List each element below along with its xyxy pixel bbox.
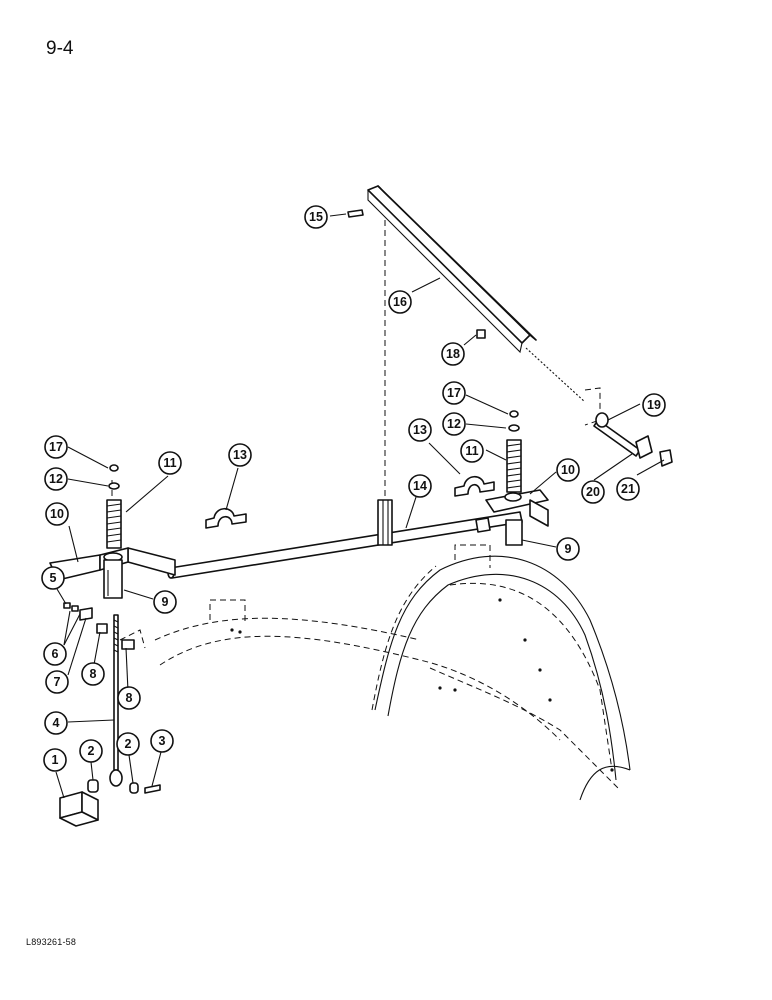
callout-11a: 11	[158, 451, 182, 475]
callout-21-label: 21	[621, 482, 635, 496]
callout-21: 21	[616, 477, 640, 501]
callout-8b-label: 8	[126, 691, 133, 705]
callout-6-label: 6	[52, 647, 59, 661]
callout-2b: 2	[116, 732, 140, 756]
callout-2b-label: 2	[125, 737, 132, 751]
callout-17b-label: 17	[447, 386, 461, 400]
callout-1: 1	[43, 748, 67, 772]
callout-14: 14	[408, 474, 432, 498]
callout-5-label: 5	[50, 571, 57, 585]
strap-left	[205, 507, 247, 529]
callout-10a-label: 10	[50, 507, 64, 521]
callout-17a-label: 17	[49, 440, 63, 454]
callout-14-label: 14	[413, 479, 427, 493]
callout-13b: 13	[408, 418, 432, 442]
right-spring	[506, 410, 522, 493]
callout-16-label: 16	[393, 295, 407, 309]
callout-10b: 10	[556, 458, 580, 482]
callout-18-label: 18	[446, 347, 460, 361]
callout-13b-label: 13	[413, 423, 427, 437]
callout-20-label: 20	[586, 485, 600, 499]
callout-19-label: 19	[647, 398, 661, 412]
callout-9a: 9	[153, 590, 177, 614]
callout-1-label: 1	[52, 753, 59, 767]
figure-code: L893261-58	[26, 937, 77, 947]
strap-right	[454, 475, 495, 497]
callout-12a-label: 12	[49, 472, 63, 486]
link-rod	[109, 614, 123, 787]
callout-11b-label: 11	[465, 444, 478, 458]
callout-8b: 8	[117, 686, 141, 710]
callout-7-label: 7	[54, 675, 61, 689]
callout-9b: 9	[556, 537, 580, 561]
nut	[476, 329, 486, 339]
callout-10a: 10	[45, 502, 69, 526]
page-number: 9-4	[46, 38, 74, 59]
callout-4-label: 4	[53, 716, 60, 730]
callout-3: 3	[150, 729, 174, 753]
left-spring	[106, 464, 122, 549]
callout-9a-label: 9	[162, 595, 169, 609]
callout-11b: 11	[460, 439, 484, 463]
callout-12b: 12	[442, 412, 466, 436]
callout-2a-label: 2	[88, 744, 95, 758]
callout-9b-label: 9	[565, 542, 572, 556]
callout-7: 7	[45, 670, 69, 694]
callout-18: 18	[441, 342, 465, 366]
callout-17a: 17	[44, 435, 68, 459]
callout-6: 6	[43, 642, 67, 666]
callout-11a-label: 11	[163, 456, 176, 470]
callout-19: 19	[642, 393, 666, 417]
callout-5: 5	[41, 566, 65, 590]
fender-frame	[119, 544, 631, 801]
callout-13a-label: 13	[233, 448, 247, 462]
rod-end-assembly	[593, 412, 673, 467]
clamp-parts	[63, 602, 135, 650]
callout-10b-label: 10	[561, 463, 575, 477]
right-bracket	[485, 489, 549, 546]
callout-12b-label: 12	[447, 417, 461, 431]
callout-17b: 17	[442, 381, 466, 405]
callout-15-label: 15	[309, 210, 323, 224]
pin	[347, 209, 364, 218]
left-bracket	[49, 547, 176, 599]
support-arm	[367, 185, 601, 426]
callout-2a: 2	[79, 739, 103, 763]
bottom-mount	[59, 779, 161, 827]
callout-13a: 13	[228, 443, 252, 467]
callout-8a: 8	[81, 662, 105, 686]
callout-12a: 12	[44, 467, 68, 491]
callout-3-label: 3	[159, 734, 166, 748]
callout-4: 4	[44, 711, 68, 735]
callout-15: 15	[304, 205, 328, 229]
leader-lines	[55, 213, 665, 799]
callout-16: 16	[388, 290, 412, 314]
callout-8a-label: 8	[90, 667, 97, 681]
callout-20: 20	[581, 480, 605, 504]
